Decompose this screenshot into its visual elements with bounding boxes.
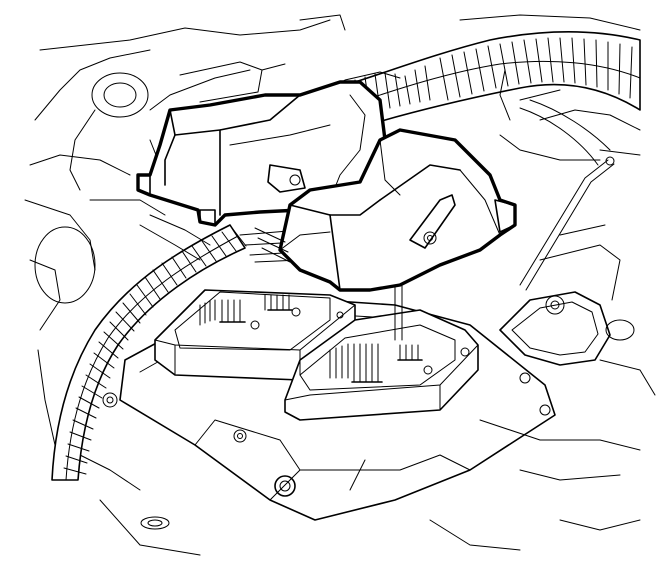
right-socket-pins [329, 343, 423, 383]
background-engine-outline [24, 14, 656, 556]
main-wiring-harness [51, 30, 641, 481]
left-socket-pins [199, 294, 293, 326]
right-control-module-socket [284, 284, 479, 421]
right-bracket [499, 224, 656, 396]
right-harness-connector [254, 128, 517, 292]
